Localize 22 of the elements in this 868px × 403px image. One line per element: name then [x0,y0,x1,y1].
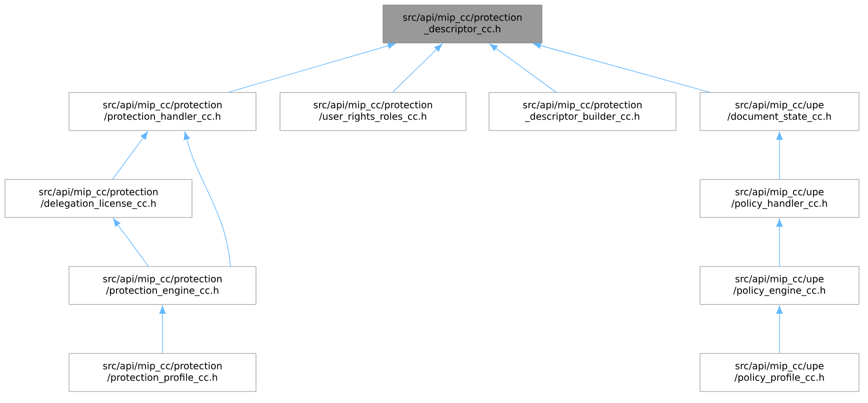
file-box: src/api/mip_cc/protection /protection_handler_cc.h [68,92,256,131]
file-box: src/api/mip_cc/protection /delegation_license_cc.h [4,179,192,218]
file-box: src/api/mip_cc/upe /policy_profile_cc.h [700,353,860,392]
arrow [490,44,557,93]
file-box: src/api/mip_cc/upe /policy_engine_cc.h [700,266,860,305]
file-box: src/api/mip_cc/protection /user_rights_roles_cc.h [280,92,466,131]
arrow [532,42,710,93]
file-box: src/api/mip_cc/protection _descriptor_cc.h [382,4,542,44]
file-box: src/api/mip_cc/protection _descriptor_builder_cc.h [488,92,676,131]
arrow [776,306,783,354]
file-box: src/api/mip_cc/protection /protection_profile_cc.h [68,353,256,392]
arrow [112,131,148,180]
file-box: src/api/mip_cc/upe /document_state_cc.h [700,92,860,131]
arrow [392,44,442,93]
arrow [184,132,231,267]
arrow [776,132,783,180]
arrow [113,218,149,267]
arrow [159,306,166,354]
file-box: src/api/mip_cc/protection /protection_engine_cc.h [68,266,256,305]
arrow [776,218,783,267]
arrow [228,42,396,93]
file-box: src/api/mip_cc/upe /policy_handler_cc.h [700,179,860,218]
